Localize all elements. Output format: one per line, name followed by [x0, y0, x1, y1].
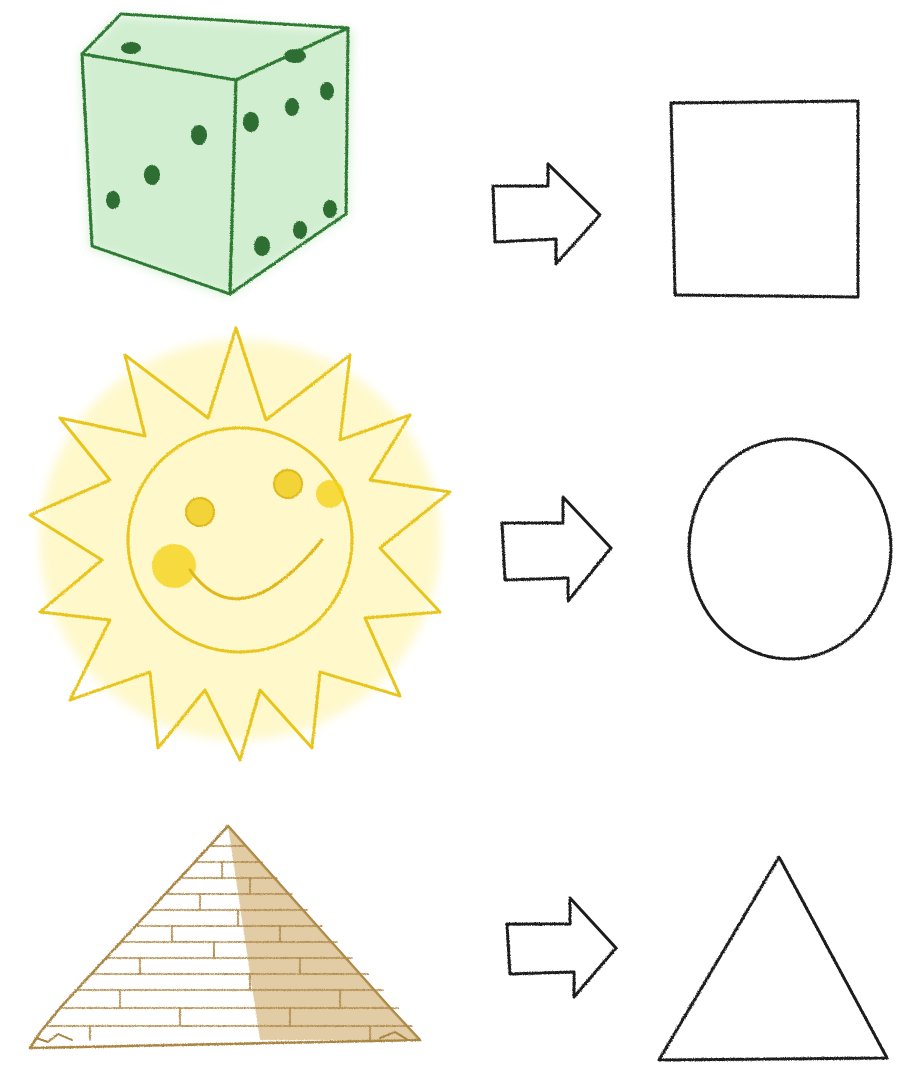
right-arrow-icon	[507, 898, 616, 997]
row-dice	[80, 14, 858, 297]
smiling-sun-icon	[30, 328, 450, 760]
row-sun	[30, 328, 891, 760]
green-dice-icon	[80, 14, 352, 296]
brick-pyramid-icon	[30, 826, 420, 1048]
triangle-outline-icon	[659, 857, 887, 1060]
right-arrow-icon	[502, 497, 611, 601]
row-pyramid	[30, 826, 887, 1060]
circle-outline-icon	[689, 439, 891, 659]
square-outline-icon	[671, 101, 858, 297]
right-arrow-icon	[493, 164, 600, 264]
